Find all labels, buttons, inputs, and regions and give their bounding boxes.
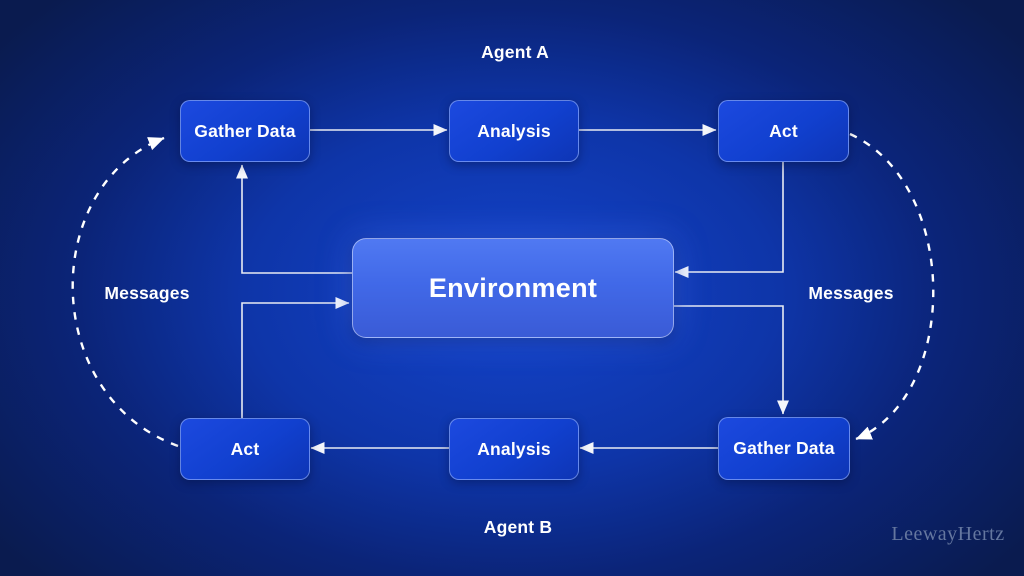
messages-label-right: Messages: [808, 282, 894, 303]
node-gather-data-a: Gather Data: [180, 100, 310, 162]
watermark-logo: LeewayHertz: [891, 522, 1005, 545]
node-analysis-b: Analysis: [449, 418, 579, 480]
node-environment: Environment: [352, 238, 674, 338]
arrow-env-to-gather-a: [236, 164, 352, 274]
agent-b-label: Agent B: [483, 516, 553, 537]
node-act-b: Act: [180, 418, 310, 480]
agent-a-label: Agent A: [481, 41, 549, 62]
arrow-act-a-to-env: [674, 160, 784, 278]
node-gather-data-b: Gather Data: [718, 417, 850, 480]
node-act-a: Act: [718, 100, 849, 162]
arrow-env-to-gather-b: [672, 305, 789, 415]
arrow-act-b-to-env: [241, 297, 350, 418]
messages-arc-act-a-to-gather-b: [849, 132, 935, 441]
node-analysis-a: Analysis: [449, 100, 579, 162]
messages-label-left: Messages: [104, 282, 190, 303]
